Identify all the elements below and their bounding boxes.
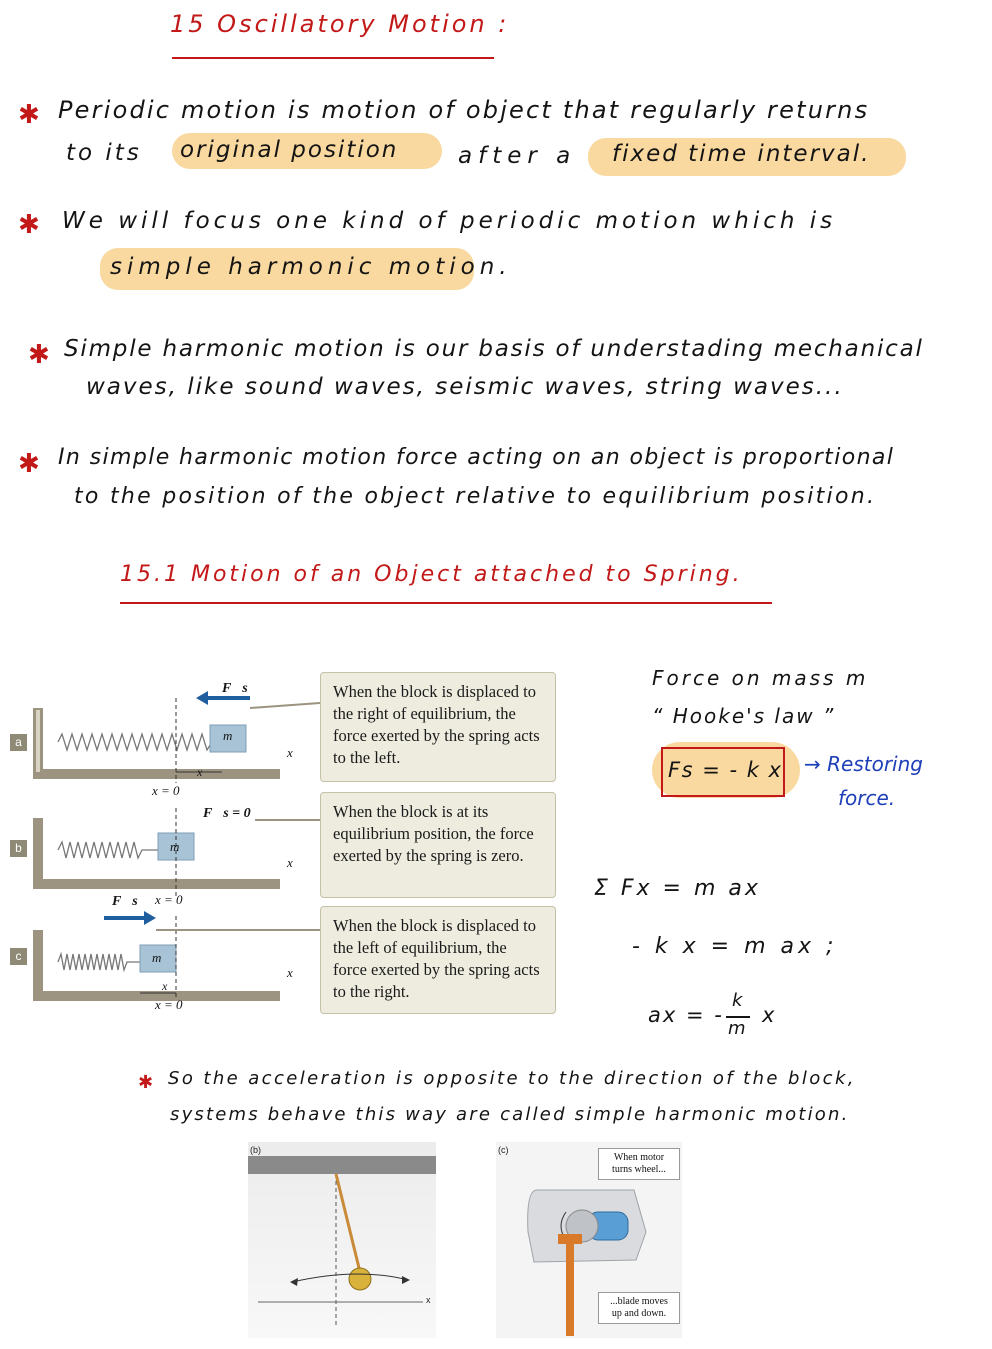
panel-b-drawing — [33, 808, 280, 896]
bullet-1-line-1: Periodic motion is motion of object that… — [58, 96, 870, 124]
panel-c-disp: x — [162, 979, 168, 993]
motor-drawing — [527, 1189, 647, 1336]
motor-note-top: When motor turns wheel... — [598, 1148, 680, 1180]
highlight-formula — [652, 742, 800, 798]
page-title: 15 Oscillatory Motion : — [170, 10, 510, 38]
bullet-star-icon: ✱ — [18, 210, 40, 240]
note-force-on-mass: Force on mass m — [652, 666, 869, 690]
pendulum-axis-label: x — [426, 1295, 431, 1305]
panel-a-drawing — [33, 691, 280, 783]
final-note-line-2: systems behave this way are called simpl… — [170, 1104, 850, 1125]
highlight-fixed-time — [588, 138, 906, 176]
bullet-star-icon: ✱ — [28, 340, 50, 370]
motor-note-bottom: ...blade moves up and down. — [598, 1292, 680, 1324]
caption-panel-b: When the block is at its equilibrium pos… — [320, 792, 556, 898]
panel-a-disp: x — [197, 765, 203, 779]
spring-figure — [33, 691, 321, 1001]
bullet-3-line-2: waves, like sound waves, seismic waves, … — [86, 374, 844, 400]
bullet-2-line-1: We will focus one kind of periodic motio… — [62, 208, 837, 234]
bullet-4-line-2: to the position of the object relative t… — [74, 484, 877, 509]
bullet-star-icon: ✱ — [138, 1072, 154, 1093]
panel-c-tag: c — [10, 948, 27, 965]
eq-ax-denominator: m — [728, 1018, 746, 1039]
bullet-1-to-its: to its — [66, 140, 142, 166]
note-restoring: → Restoring — [804, 752, 923, 776]
eq-sum-forces: Σ Fx = m ax — [594, 876, 761, 901]
panel-a-axis: x — [287, 745, 293, 760]
panel-b-tag: b — [10, 840, 27, 857]
pendulum-panel-label: (b) — [250, 1145, 261, 1155]
formula-box — [661, 747, 785, 797]
bullet-4-line-1: In simple harmonic motion force acting o… — [58, 445, 895, 470]
panel-c-drawing — [33, 911, 280, 1001]
bullet-3-line-1: Simple harmonic motion is our basis of u… — [64, 336, 924, 362]
panel-c-mass: m — [152, 950, 162, 965]
bullet-2-simple-harmonic: simple harmonic motion. — [110, 254, 512, 280]
panel-a-mass: m — [223, 728, 233, 743]
eq-ax-lhs: ax = - — [648, 1003, 724, 1027]
panel-b-axis: x — [287, 855, 293, 870]
eq-ax-rhs: x — [762, 1003, 775, 1027]
panel-c-force-label: F⃗s — [112, 894, 138, 909]
pendulum-drawing — [248, 1156, 436, 1327]
caption-panel-a: When the block is displaced to the right… — [320, 672, 556, 782]
panel-c-axis: x — [287, 965, 293, 980]
eq-minus-kx: - k x = m ax ; — [632, 934, 838, 959]
bullet-1-original-position: original position — [180, 137, 399, 163]
panel-b-mass: m — [170, 839, 180, 854]
bullet-star-icon: ✱ — [18, 449, 40, 479]
title-underline — [172, 57, 494, 59]
panel-a-force-label: F⃗s — [222, 681, 248, 696]
highlight-original-position — [172, 133, 442, 169]
panel-b-x0: x = 0 — [155, 892, 183, 907]
formula-hookes: Fs = - k x — [668, 758, 783, 782]
eq-fraction-bar — [726, 1016, 750, 1018]
highlight-simple-harmonic-motion — [100, 248, 474, 290]
panel-a-x0: x = 0 — [152, 783, 180, 798]
section-title: 15.1 Motion of an Object attached to Spr… — [120, 562, 743, 587]
final-note-line-1: So the acceleration is opposite to the d… — [168, 1068, 856, 1089]
bullet-1-after-a: after a — [458, 143, 577, 169]
panel-a-tag: a — [10, 734, 27, 751]
motor-panel-label: (c) — [498, 1145, 509, 1155]
caption-panel-c: When the block is displaced to the left … — [320, 906, 556, 1014]
eq-ax-numerator: k — [732, 990, 743, 1011]
pendulum-picture — [248, 1142, 436, 1338]
bullet-star-icon: ✱ — [18, 100, 40, 130]
section-underline — [120, 602, 772, 604]
panel-b-force-label: F⃗s = 0 — [203, 806, 251, 821]
note-restoring-force: force. — [838, 786, 896, 810]
panel-c-x0: x = 0 — [155, 997, 183, 1012]
bullet-1-fixed-time: fixed time interval. — [612, 141, 871, 167]
note-hookes-law: “ Hooke's law ” — [652, 704, 836, 728]
